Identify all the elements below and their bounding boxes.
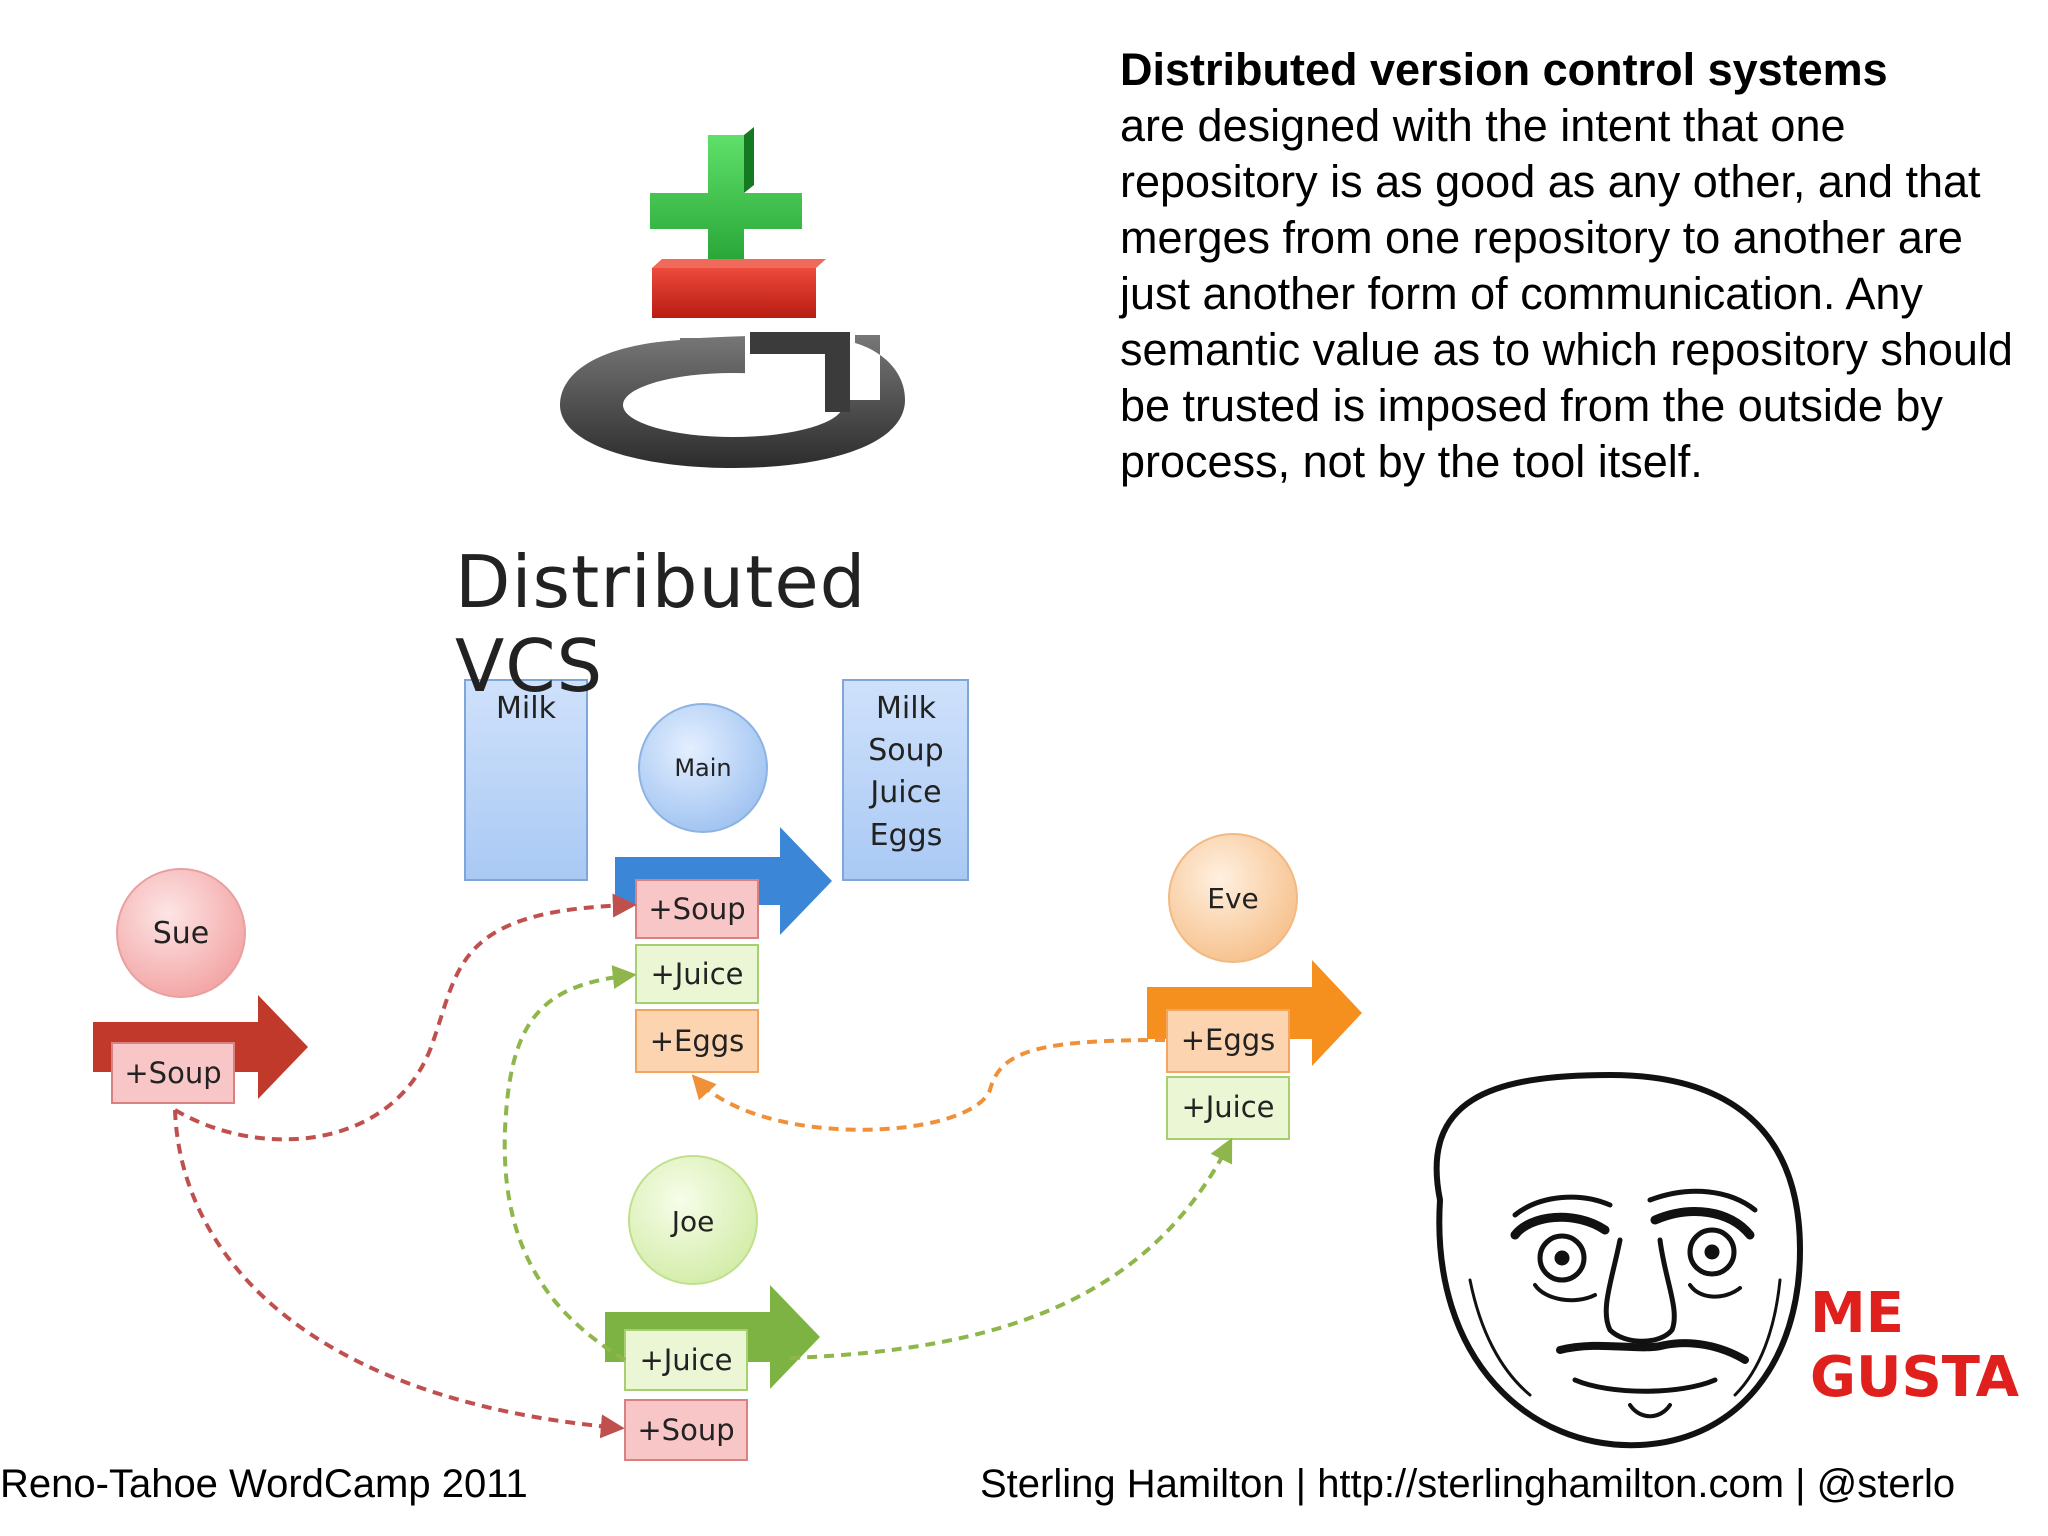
sue-change-soup [111, 1042, 235, 1104]
joe-node [628, 1155, 758, 1285]
main-change-eggs [635, 1009, 759, 1073]
main-node [638, 703, 768, 833]
merge-path-eve-to-main [691, 1038, 1166, 1132]
main-change-soup [635, 879, 759, 939]
sue-change-label: +Soup [124, 1056, 221, 1090]
me-gusta-face-icon [1433, 1072, 1803, 1449]
merge-path-sue-to-main [173, 893, 637, 1142]
paragraph-body: are designed with the intent that one re… [1120, 100, 2013, 487]
eve-change-eggs [1166, 1009, 1290, 1073]
main-change-label: +Soup [648, 892, 745, 926]
description-paragraph: Distributed version control systems are … [1120, 42, 2030, 490]
main-change-label: +Juice [650, 957, 743, 991]
before-list-box [464, 679, 588, 881]
before-list-item: Milk [496, 691, 557, 726]
main-node-label: Main [674, 754, 731, 782]
plus-minus-circular-arrow-icon [560, 127, 905, 468]
sue-node [116, 868, 246, 998]
me-gusta-line-1: ME [1810, 1281, 1904, 1346]
eve-node [1168, 833, 1298, 963]
footer-event: Reno-Tahoe WordCamp 2011 [0, 1462, 528, 1506]
eve-change-label: +Juice [1181, 1090, 1274, 1124]
after-list-box [842, 679, 969, 881]
eve-change-juice [1166, 1076, 1290, 1140]
after-list-item: Soup [868, 733, 943, 768]
merge-path-joe-to-main [502, 965, 637, 1362]
joe-change-label: +Soup [637, 1413, 734, 1447]
after-list-item: Eggs [870, 818, 943, 853]
after-list-item: Juice [868, 775, 941, 810]
me-gusta-line-2: GUSTA [1810, 1345, 2019, 1410]
me-gusta-caption: ME GUSTA [1810, 1282, 2040, 1410]
main-change-label: +Eggs [650, 1024, 745, 1058]
joe-change-soup [624, 1399, 748, 1461]
eve-node-label: Eve [1207, 882, 1259, 915]
paragraph-heading: Distributed version control systems [1120, 44, 1888, 95]
joe-change-label: +Juice [639, 1343, 732, 1377]
merge-path-sue-to-joe [173, 1109, 625, 1439]
diagram-title: Distributed VCS [455, 540, 867, 708]
eve-change-label: +Eggs [1181, 1023, 1276, 1057]
joe-change-juice [624, 1329, 748, 1391]
joe-node-label: Joe [670, 1205, 715, 1238]
after-list-item: Milk [876, 691, 937, 726]
footer-credits: Sterling Hamilton | http://sterlinghamil… [980, 1462, 1956, 1506]
sue-node-label: Sue [153, 916, 210, 951]
merge-path-joe-to-eve [789, 1137, 1233, 1360]
